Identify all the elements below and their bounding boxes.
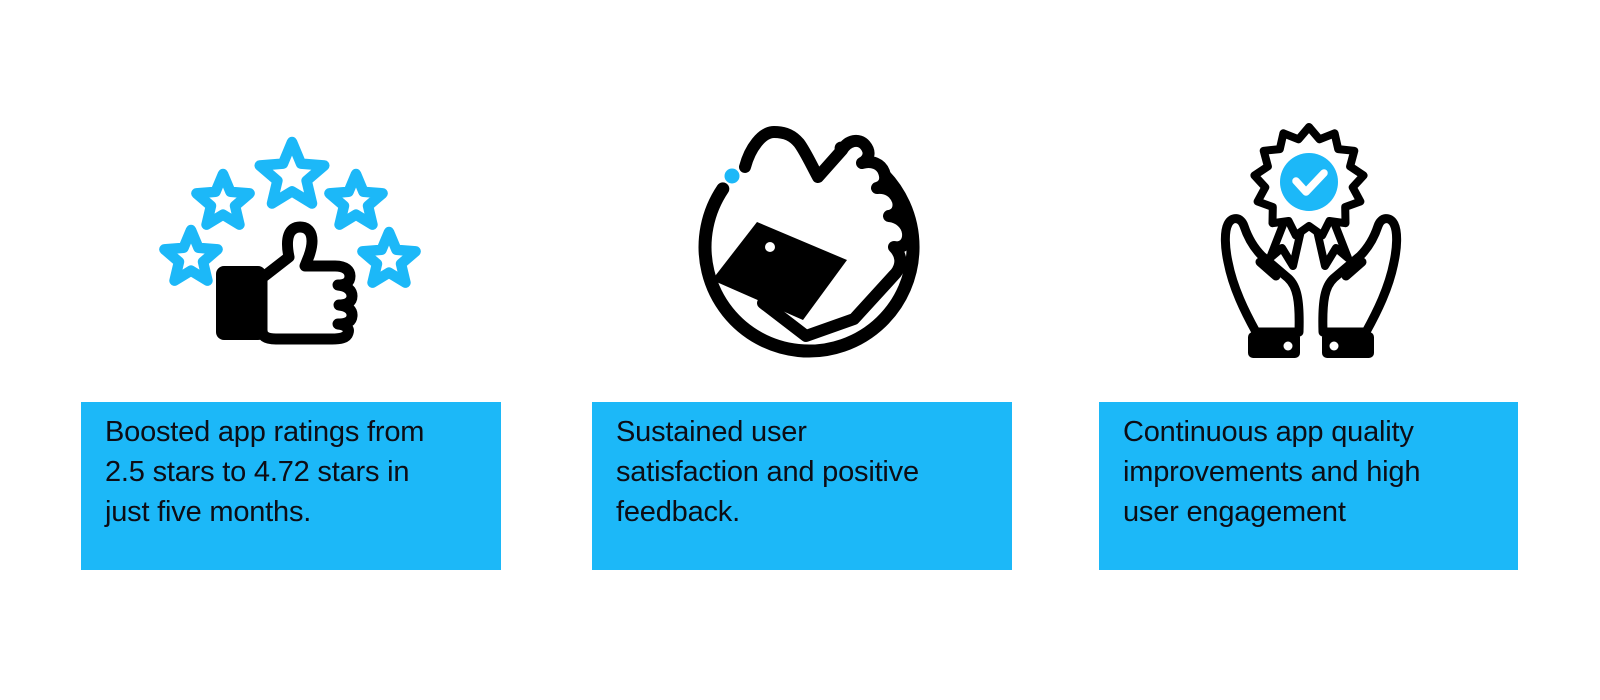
caption-text: Sustained user satisfaction and positive…	[616, 416, 919, 528]
thumbs-up-cuff	[216, 266, 266, 340]
star-icon	[254, 136, 330, 209]
star-icon	[159, 224, 223, 286]
star-icon	[324, 168, 388, 230]
app-rating-icon	[158, 130, 424, 360]
left-hand	[1220, 214, 1304, 358]
accent-dot	[724, 168, 740, 184]
star-icon	[191, 168, 255, 230]
star-icon	[357, 226, 421, 288]
caption-text: Continuous app quality improvements and …	[1123, 416, 1421, 528]
sleeve-band	[712, 222, 847, 320]
right-hand	[1318, 214, 1402, 358]
caption-text: Boosted app ratings from 2.5 stars to 4.…	[105, 416, 425, 528]
hand-outline	[739, 126, 915, 342]
caption-box-app-ratings: Boosted app ratings from 2.5 stars to 4.…	[81, 402, 501, 570]
check-icon	[1292, 169, 1328, 196]
star-arc	[159, 136, 421, 288]
satisfaction-icon	[683, 123, 933, 373]
caption-box-user-satisfaction: Sustained user satisfaction and positive…	[592, 402, 1012, 570]
thumbs-up-icon	[216, 221, 358, 345]
right-hand-cuff	[1322, 332, 1374, 358]
hands-holding-award-badge-icon	[1220, 123, 1402, 358]
caption-box-quality-engagement: Continuous app quality improvements and …	[1099, 402, 1518, 570]
badge-circle	[1280, 153, 1338, 211]
sleeve-dot	[765, 242, 775, 252]
thumbs-up-in-circle-icon	[698, 126, 920, 358]
left-hand-cuff	[1248, 332, 1300, 358]
quality-award-icon	[1200, 120, 1422, 365]
five-stars-thumbs-up-icon	[159, 136, 421, 345]
